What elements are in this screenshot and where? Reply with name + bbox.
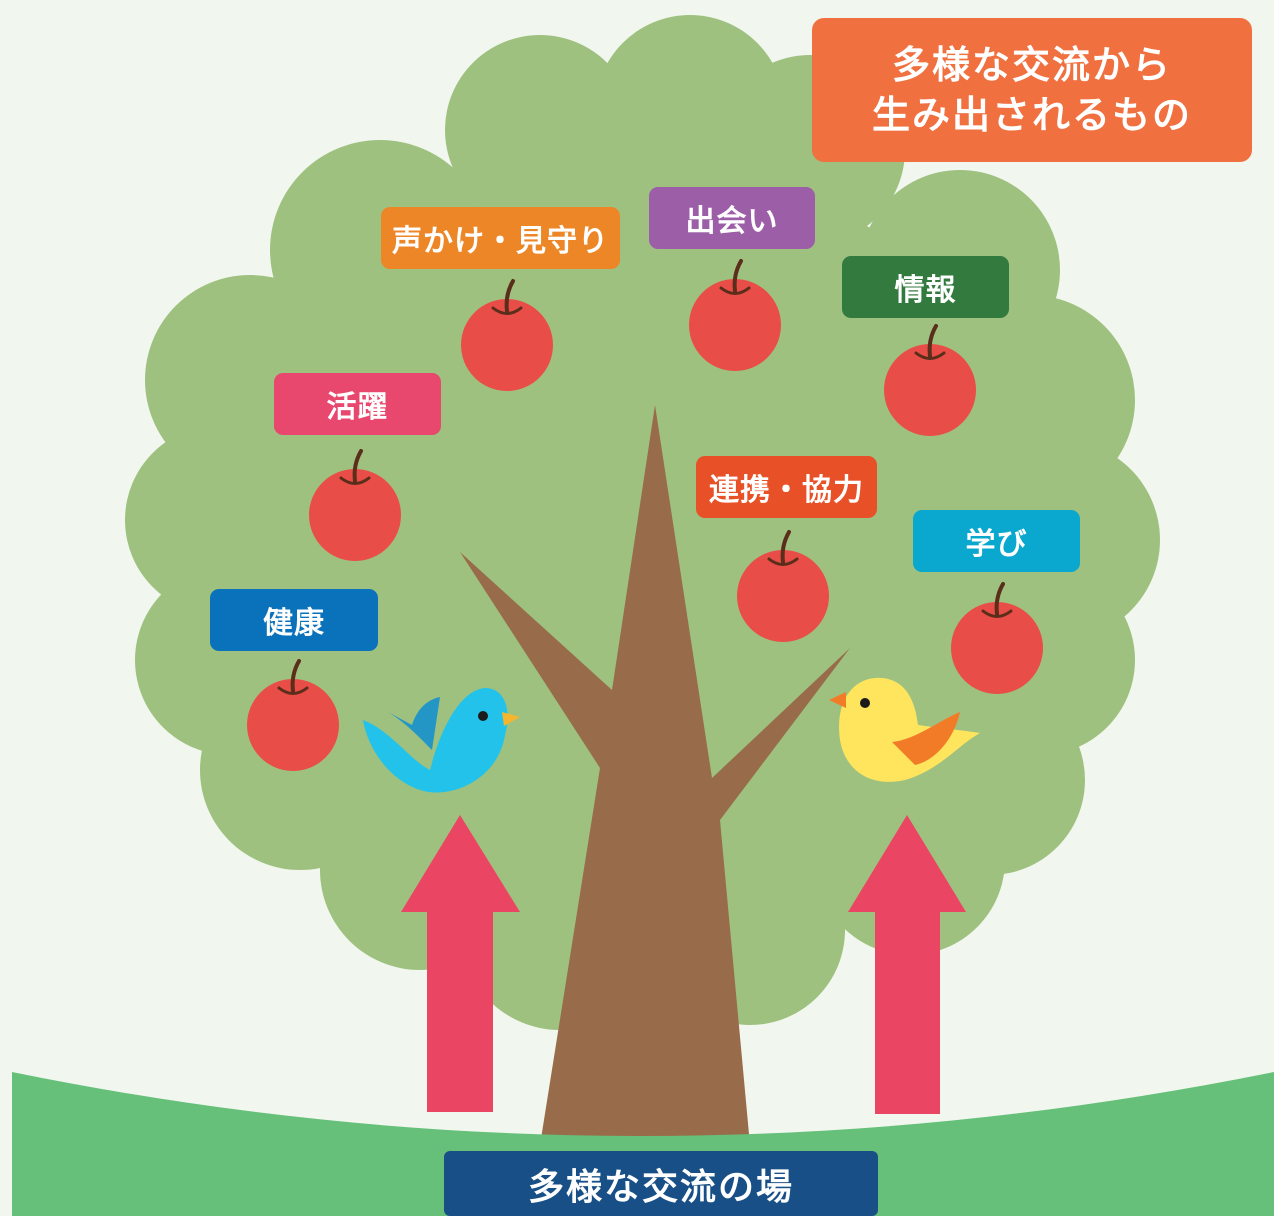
label-deai: 出会い bbox=[649, 187, 815, 249]
title-line-2: 生み出されるもの bbox=[871, 93, 1192, 137]
blue-bird-icon bbox=[363, 688, 520, 793]
apple-icon bbox=[309, 449, 401, 561]
title-line-1: 多様な交流から bbox=[891, 43, 1172, 87]
ground-label: 多様な交流の場 bbox=[444, 1151, 878, 1216]
apple-icon bbox=[689, 259, 781, 371]
label-jouhou: 情報 bbox=[842, 256, 1009, 318]
label-renkei-kyouryoku: 連携・協力 bbox=[696, 456, 877, 518]
label-koekake-mimamori: 声かけ・見守り bbox=[381, 207, 620, 269]
up-arrow-icon bbox=[401, 815, 520, 1112]
apple-icon bbox=[461, 279, 553, 391]
yellow-bird-icon bbox=[829, 677, 980, 782]
diagram-title: 多様な交流から 生み出されるもの bbox=[812, 18, 1252, 162]
up-arrow-icon bbox=[848, 815, 966, 1114]
label-manabi: 学び bbox=[913, 510, 1080, 572]
apple-icon bbox=[951, 582, 1043, 694]
apple-icon bbox=[737, 530, 829, 642]
apple-icon bbox=[884, 324, 976, 436]
ground-hill bbox=[12, 1072, 1274, 1216]
tree-trunk bbox=[460, 405, 850, 1145]
label-katsuyaku: 活躍 bbox=[274, 373, 441, 435]
apple-icon bbox=[247, 659, 339, 771]
label-kenkou: 健康 bbox=[210, 589, 378, 651]
